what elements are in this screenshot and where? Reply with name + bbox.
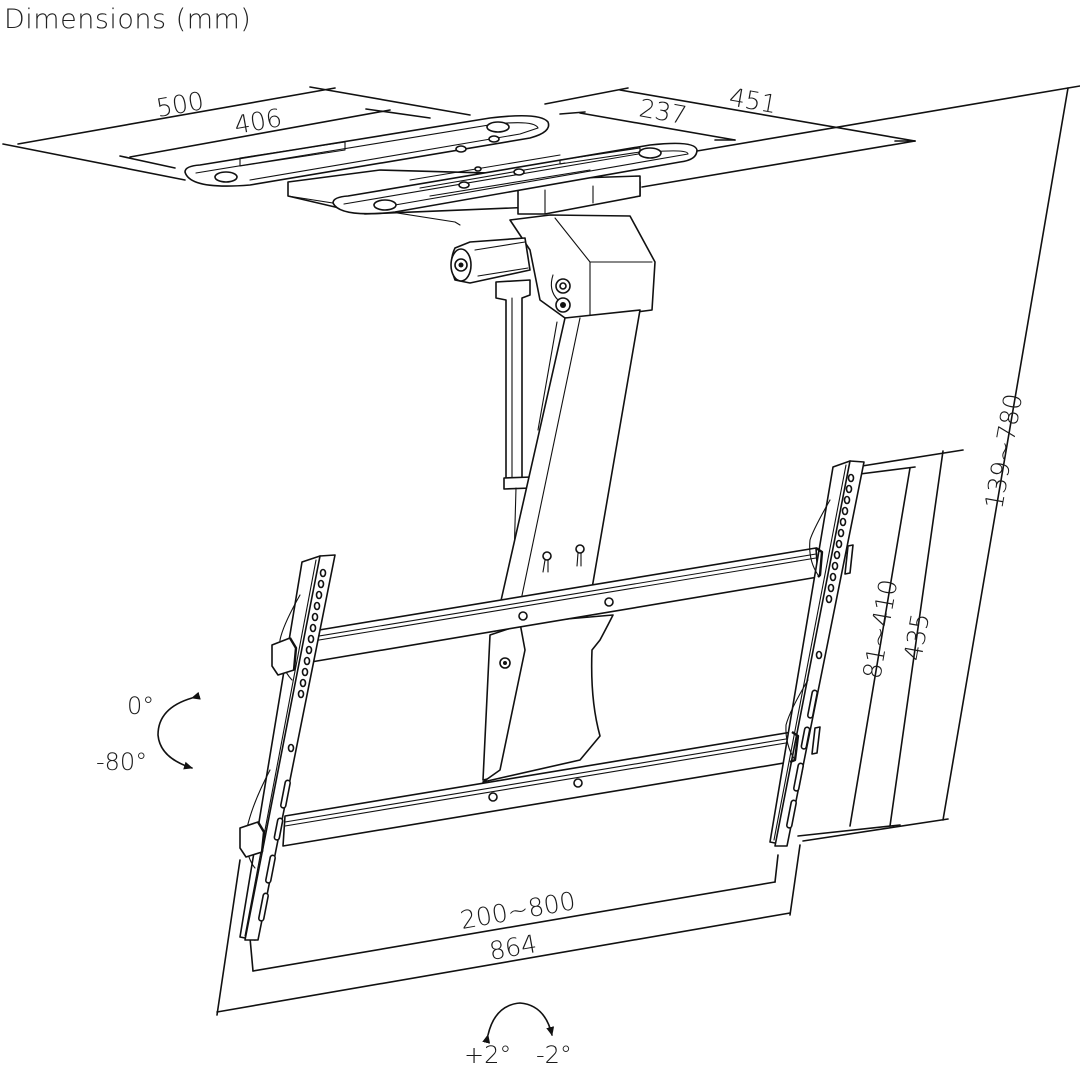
swivel-rotation-arrow: [482, 1002, 555, 1044]
dim-139-780-line: [802, 87, 1069, 842]
dim-label-864: 864: [487, 929, 539, 966]
right-vertical-bracket: [769, 460, 865, 847]
tilt-label-bottom: -80°: [96, 748, 147, 776]
dim-200-800-line: [249, 854, 779, 972]
ceiling-plate: [184, 114, 698, 226]
dimension-lines: [2, 85, 1080, 1016]
dim-label-451: 451: [727, 82, 779, 119]
dim-406-line: [119, 108, 431, 169]
dim-435-line: [797, 449, 964, 837]
swivel-label-right: -2°: [536, 1041, 572, 1069]
left-vertical-bracket: [239, 554, 336, 941]
dim-label-81-410: 81~410: [857, 577, 903, 681]
dim-237-line: [559, 111, 736, 141]
horizontal-rails: [282, 547, 819, 847]
tilt-rotation-arrow: [157, 691, 201, 770]
dim-500-line: [2, 86, 471, 181]
motor-arm-assembly: [450, 214, 656, 783]
dim-864-line: [216, 844, 801, 1016]
dim-label-200-800: 200~800: [458, 886, 578, 935]
page-title: Dimensions (mm): [4, 4, 252, 35]
swivel-label-left: +2°: [464, 1041, 511, 1069]
dim-label-500: 500: [154, 86, 206, 123]
keyhole-slots: [542, 544, 585, 573]
dim-label-139-780: 139~780: [979, 391, 1028, 511]
dim-label-406: 406: [232, 103, 284, 140]
tilt-label-top: 0°: [127, 692, 154, 720]
right-bracket-holes: [785, 473, 855, 829]
dim-81-410-line: [849, 466, 916, 827]
left-bracket-holes: [257, 568, 327, 922]
dim-label-435: 435: [898, 611, 935, 663]
